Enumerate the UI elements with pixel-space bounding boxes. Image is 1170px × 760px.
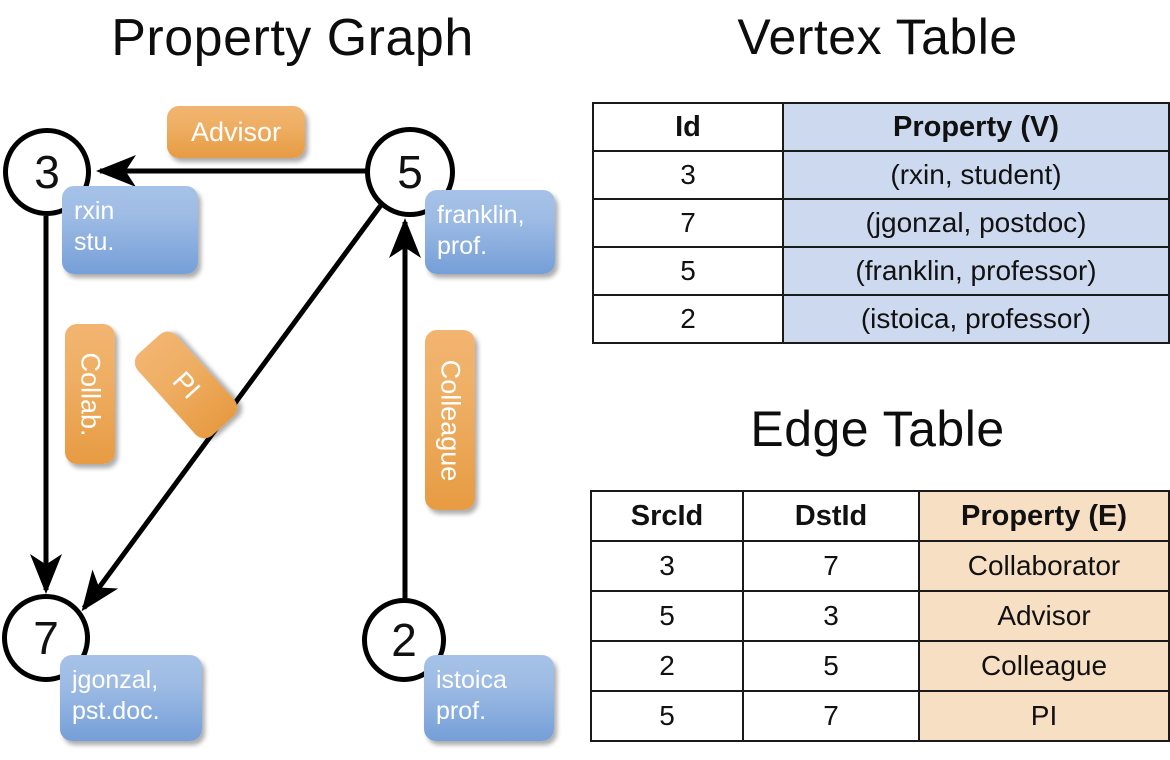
edge-cell-dstid: 7 xyxy=(742,690,920,742)
table-row[interactable]: 2 5 Colleague xyxy=(590,640,1170,692)
property-box-istoica-line1: istoica xyxy=(436,666,507,694)
vertex-table-header-property: Property (V) xyxy=(782,102,1170,152)
table-row[interactable]: 7 (jgonzal, postdoc) xyxy=(592,198,1170,248)
edge-cell-srcid: 2 xyxy=(590,640,744,692)
vertex-cell-id: 2 xyxy=(592,294,784,344)
property-box-jgonzal-line1: jgonzal, xyxy=(72,666,159,694)
edge-cell-property: PI xyxy=(918,690,1170,742)
edge-label-collab-text: Collab. xyxy=(75,351,106,437)
property-box-rxin[interactable]: rxin stu. xyxy=(62,186,198,274)
edge-label-advisor[interactable]: Advisor xyxy=(167,106,305,158)
table-row[interactable]: 5 (franklin, professor) xyxy=(592,246,1170,296)
edge-cell-srcid: 5 xyxy=(590,690,744,742)
edge-cell-dstid: 3 xyxy=(742,590,920,642)
property-box-jgonzal-line2: pst.doc. xyxy=(72,697,160,726)
edge-cell-dstid: 5 xyxy=(742,640,920,692)
property-graph-diagram: 3 5 7 2 rxin stu. franklin, prof. jgonza… xyxy=(2,106,555,741)
table-row[interactable]: 3 (rxin, student) xyxy=(592,150,1170,200)
vertex-table-header-id: Id xyxy=(592,102,784,152)
vertex-cell-id: 5 xyxy=(592,246,784,296)
table-row[interactable]: 5 3 Advisor xyxy=(590,590,1170,642)
property-box-rxin-line2: stu. xyxy=(74,228,115,257)
property-box-jgonzal[interactable]: jgonzal, pst.doc. xyxy=(60,655,202,741)
edge-label-colleague-text: Colleague xyxy=(435,359,466,481)
table-row[interactable]: 5 7 PI xyxy=(590,690,1170,742)
edge-cell-srcid: 5 xyxy=(590,590,744,642)
vertex-cell-property: (rxin, student) xyxy=(782,150,1170,200)
edge-table-header-dstid: DstId xyxy=(742,490,920,542)
vertex-cell-property: (jgonzal, postdoc) xyxy=(782,198,1170,248)
property-box-istoica[interactable]: istoica prof. xyxy=(424,655,554,741)
vertex-table-header-row: Id Property (V) xyxy=(592,102,1170,152)
vertex-table: Id Property (V) 3 (rxin, student) 7 (jgo… xyxy=(592,102,1170,344)
edge-cell-property: Advisor xyxy=(918,590,1170,642)
edge-cell-property: Collaborator xyxy=(918,540,1170,592)
edge-cell-dstid: 7 xyxy=(742,540,920,592)
page-title-property-graph: Property Graph xyxy=(111,9,474,67)
edge-label-colleague[interactable]: Colleague xyxy=(425,330,475,510)
edge-label-collab[interactable]: Collab. xyxy=(65,324,115,464)
edge-cell-property: Colleague xyxy=(918,640,1170,692)
property-box-franklin-line2: prof. xyxy=(437,232,488,261)
page-title-edge-table: Edge Table xyxy=(750,401,1005,457)
vertex-cell-property: (franklin, professor) xyxy=(782,246,1170,296)
page-title-vertex-table: Vertex Table xyxy=(737,9,1018,65)
property-box-istoica-line2: prof. xyxy=(436,697,487,726)
edge-label-pi-text: PI xyxy=(166,365,207,405)
property-box-franklin[interactable]: franklin, prof. xyxy=(425,190,555,274)
vertex-cell-property: (istoica, professor) xyxy=(782,294,1170,344)
edge-table: SrcId DstId Property (E) 3 7 Collaborato… xyxy=(590,490,1170,742)
table-row[interactable]: 2 (istoica, professor) xyxy=(592,294,1170,344)
edge-label-advisor-text: Advisor xyxy=(190,116,282,147)
edge-table-header-row: SrcId DstId Property (E) xyxy=(590,490,1170,542)
edge-cell-srcid: 3 xyxy=(590,540,744,592)
node-5[interactable]: 5 xyxy=(365,127,455,217)
vertex-cell-id: 7 xyxy=(592,198,784,248)
property-box-rxin-line1: rxin xyxy=(74,197,115,225)
vertex-cell-id: 3 xyxy=(592,150,784,200)
edge-table-header-property: Property (E) xyxy=(918,490,1170,542)
property-box-franklin-line1: franklin, xyxy=(437,201,525,229)
table-row[interactable]: 3 7 Collaborator xyxy=(590,540,1170,592)
edge-table-header-srcid: SrcId xyxy=(590,490,744,542)
node-2[interactable]: 2 xyxy=(362,598,446,682)
